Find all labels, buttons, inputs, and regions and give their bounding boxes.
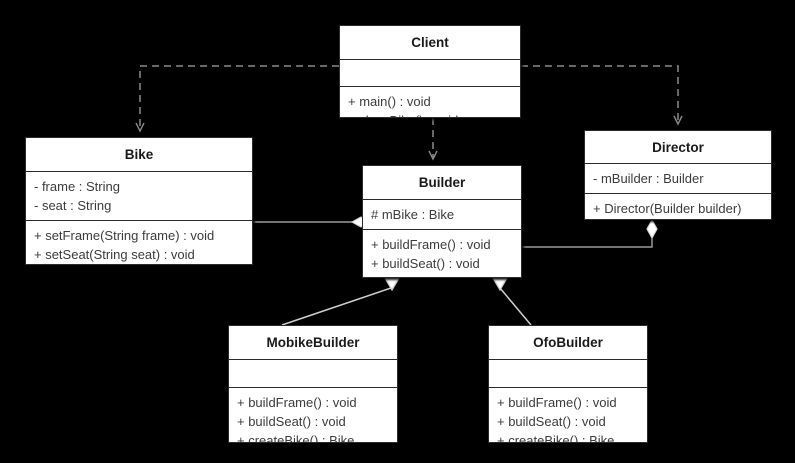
uml-class-director[interactable]: Director - mBuilder : Builder + Director…: [584, 130, 772, 220]
class-member: + buildSeat() : void: [497, 413, 606, 429]
attributes-compartment-director: - mBuilder : Builder: [585, 162, 771, 193]
class-member: + Director(Builder builder): [593, 200, 742, 216]
class-member: + setFrame(String frame) : void: [34, 227, 215, 243]
attributes-compartment-mobike-builder: [229, 358, 397, 387]
class-member: - mBuilder : Builder: [593, 170, 704, 186]
class-member: + buildFrame() : void: [497, 394, 617, 410]
class-name-mobike-builder: MobikeBuilder: [266, 335, 360, 350]
edge-client-to-bike: [135, 65, 339, 133]
class-member: + buildSeat() : void: [371, 255, 480, 271]
class-member: + createBike() : Bike: [363, 273, 521, 278]
uml-class-bike[interactable]: Bike - frame : String - seat : String + …: [25, 137, 253, 265]
methods-compartment-director: + Director(Builder builder) + construct(…: [585, 192, 771, 220]
edge-mobike-to-builder: [281, 277, 401, 326]
class-member: + buildSeat() : void: [237, 413, 346, 429]
class-member: + showBike() : void: [340, 111, 520, 118]
attributes-compartment-ofo-builder: [489, 358, 647, 387]
class-member: + construct() : Bike: [585, 218, 771, 220]
attributes-compartment-bike: - frame : String - seat : String: [26, 170, 252, 220]
class-member: - frame : String: [34, 178, 120, 194]
attributes-compartment-builder: # mBike : Bike: [363, 198, 521, 229]
class-member: + setSeat(String seat) : void: [34, 246, 195, 262]
edge-bike-to-builder: [253, 216, 372, 228]
class-member: + main() : void: [348, 93, 431, 109]
edge-ofo-to-builder: [491, 277, 532, 326]
class-member: - seat : String: [34, 197, 112, 213]
class-member: + createBike() : Bike: [497, 432, 615, 443]
methods-compartment-bike: + setFrame(String frame) : void + setSea…: [26, 219, 252, 265]
methods-compartment-mobike-builder: + buildFrame() : void + buildSeat() : vo…: [229, 386, 397, 443]
uml-class-builder[interactable]: Builder # mBike : Bike + buildFrame() : …: [362, 165, 522, 278]
class-name-builder: Builder: [418, 175, 466, 190]
class-member: + createBike() : Bike: [237, 432, 355, 443]
class-member: + buildFrame() : void: [371, 236, 491, 252]
class-name-ofo-builder: OfoBuilder: [533, 335, 603, 350]
class-member: + getFrame() : String: [26, 264, 252, 265]
class-member: # mBike : Bike: [371, 206, 455, 222]
class-name-director: Director: [652, 140, 704, 155]
uml-class-client[interactable]: Client + main() : void + showBike() : vo…: [339, 25, 521, 118]
methods-compartment-builder: + buildFrame() : void + buildSeat() : vo…: [363, 228, 521, 278]
attributes-compartment-client: [340, 58, 520, 86]
edge-client-to-director: [521, 65, 683, 126]
edge-director-to-builder: [522, 218, 658, 248]
uml-class-ofo-builder[interactable]: OfoBuilder + buildFrame() : void + build…: [488, 325, 648, 443]
methods-compartment-client: + main() : void + showBike() : void: [340, 85, 520, 118]
methods-compartment-ofo-builder: + buildFrame() : void + buildSeat() : vo…: [489, 386, 647, 443]
uml-class-mobike-builder[interactable]: MobikeBuilder + buildFrame() : void + bu…: [228, 325, 398, 443]
class-member: + buildFrame() : void: [237, 394, 357, 410]
class-name-client: Client: [411, 35, 449, 50]
class-name-bike: Bike: [124, 147, 154, 162]
